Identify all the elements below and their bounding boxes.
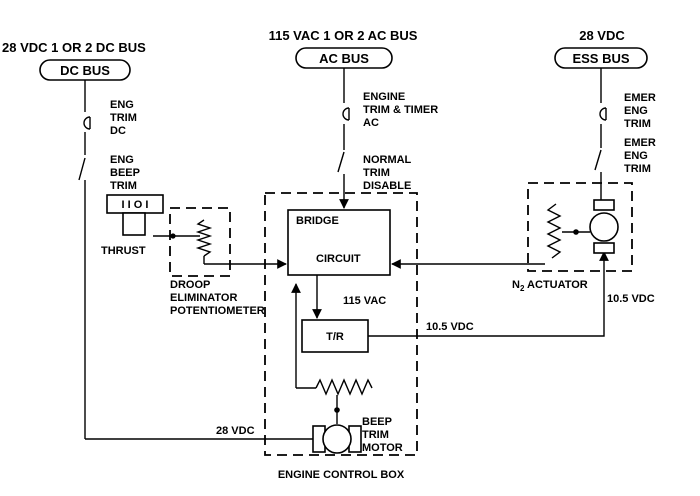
engine-trim-timer-label-3: AC [363, 117, 379, 129]
engine-control-box-label: ENGINE CONTROL BOX [278, 469, 405, 481]
eng-trim-dc-label-2: TRIM [110, 112, 137, 124]
emer-eng-trim-1-label-1: EMER [624, 92, 656, 104]
thrust-control-switch [106, 194, 164, 236]
eng-beep-trim-label-1: ENG [110, 154, 134, 166]
control-switch-symbols: I I O I [122, 199, 149, 211]
dc-bus-label: DC BUS [60, 63, 110, 78]
dc-bus-heading: 28 VDC 1 OR 2 DC BUS [2, 40, 146, 55]
circuit-label: CIRCUIT [316, 253, 361, 265]
bridge-circuit-box [287, 209, 391, 276]
n2-actuator-motor [589, 199, 619, 254]
tr-to-actuator-wire [368, 251, 609, 337]
vdc-10-5-label-a: 10.5 VDC [426, 321, 474, 333]
beep-trim-motor-label-1: BEEP [362, 416, 392, 428]
n2-actuator-resistor [546, 203, 562, 259]
emer-eng-trim-2-label-1: EMER [624, 137, 656, 149]
beep-trim-motor-label-3: MOTOR [362, 442, 403, 454]
eng-trim-dc-label-3: DC [110, 125, 126, 137]
eng-beep-trim-label-3: TRIM [110, 180, 137, 192]
eng-beep-trim-label-2: BEEP [110, 167, 140, 179]
thrust-label: THRUST [101, 245, 146, 257]
beep-trim-motor-label-2: TRIM [362, 429, 389, 441]
eng-trim-dc-label-1: ENG [110, 99, 134, 111]
eng-trim-dc-breaker-symbol [83, 116, 91, 130]
emer-eng-trim-switch-blade [594, 149, 602, 171]
ess-bus-heading: 28 VDC [579, 28, 625, 43]
vdc-28-label: 28 VDC [216, 425, 255, 437]
ess-bus-label: ESS BUS [572, 51, 629, 66]
n2-actuator-box [527, 182, 633, 272]
droop-label-3: POTENTIOMETER [170, 305, 265, 317]
ac-bus-label: AC BUS [319, 51, 369, 66]
vdc-10-5-label-b: 10.5 VDC [607, 293, 655, 305]
bridge-label: BRIDGE [296, 215, 339, 227]
engine-trim-timer-label-2: TRIM & TIMER [363, 104, 438, 116]
normal-trim-disable-label-3: DISABLE [363, 180, 411, 192]
ess-bus-circuit [594, 68, 607, 198]
tr-label: T/R [326, 331, 344, 343]
eng-beep-trim-switch-blade [78, 157, 86, 181]
normal-trim-disable-switch-blade [337, 151, 345, 173]
normal-trim-disable-label-2: TRIM [363, 167, 390, 179]
droop-potentiometer-resistor [195, 219, 213, 257]
vac-115-label: 115 VAC [343, 295, 386, 307]
droop-label-2: ELIMINATOR [170, 292, 237, 304]
ac-bus-heading: 115 VAC 1 OR 2 AC BUS [269, 28, 418, 43]
engine-control-box [264, 192, 418, 456]
ac-bus-circuit [337, 68, 350, 209]
emer-eng-trim-2-label-2: ENG [624, 150, 648, 162]
emer-eng-trim-1-label-2: ENG [624, 105, 648, 117]
normal-trim-disable-label-1: NORMAL [363, 154, 412, 166]
n2-wiper-dot [573, 229, 579, 235]
n2-actuator-label: N2 ACTUATOR [512, 279, 588, 293]
emer-eng-trim-2-label-3: TRIM [624, 163, 651, 175]
motor-feedback-resistor [315, 378, 373, 396]
droop-eliminator-box [169, 207, 231, 277]
engine-trim-timer-label-1: ENGINE [363, 91, 405, 103]
emer-eng-trim-1-label-3: TRIM [624, 118, 651, 130]
beep-trim-motor [312, 424, 362, 454]
droop-label-1: DROOP [170, 279, 210, 291]
dc-bus-circuit [78, 80, 313, 440]
